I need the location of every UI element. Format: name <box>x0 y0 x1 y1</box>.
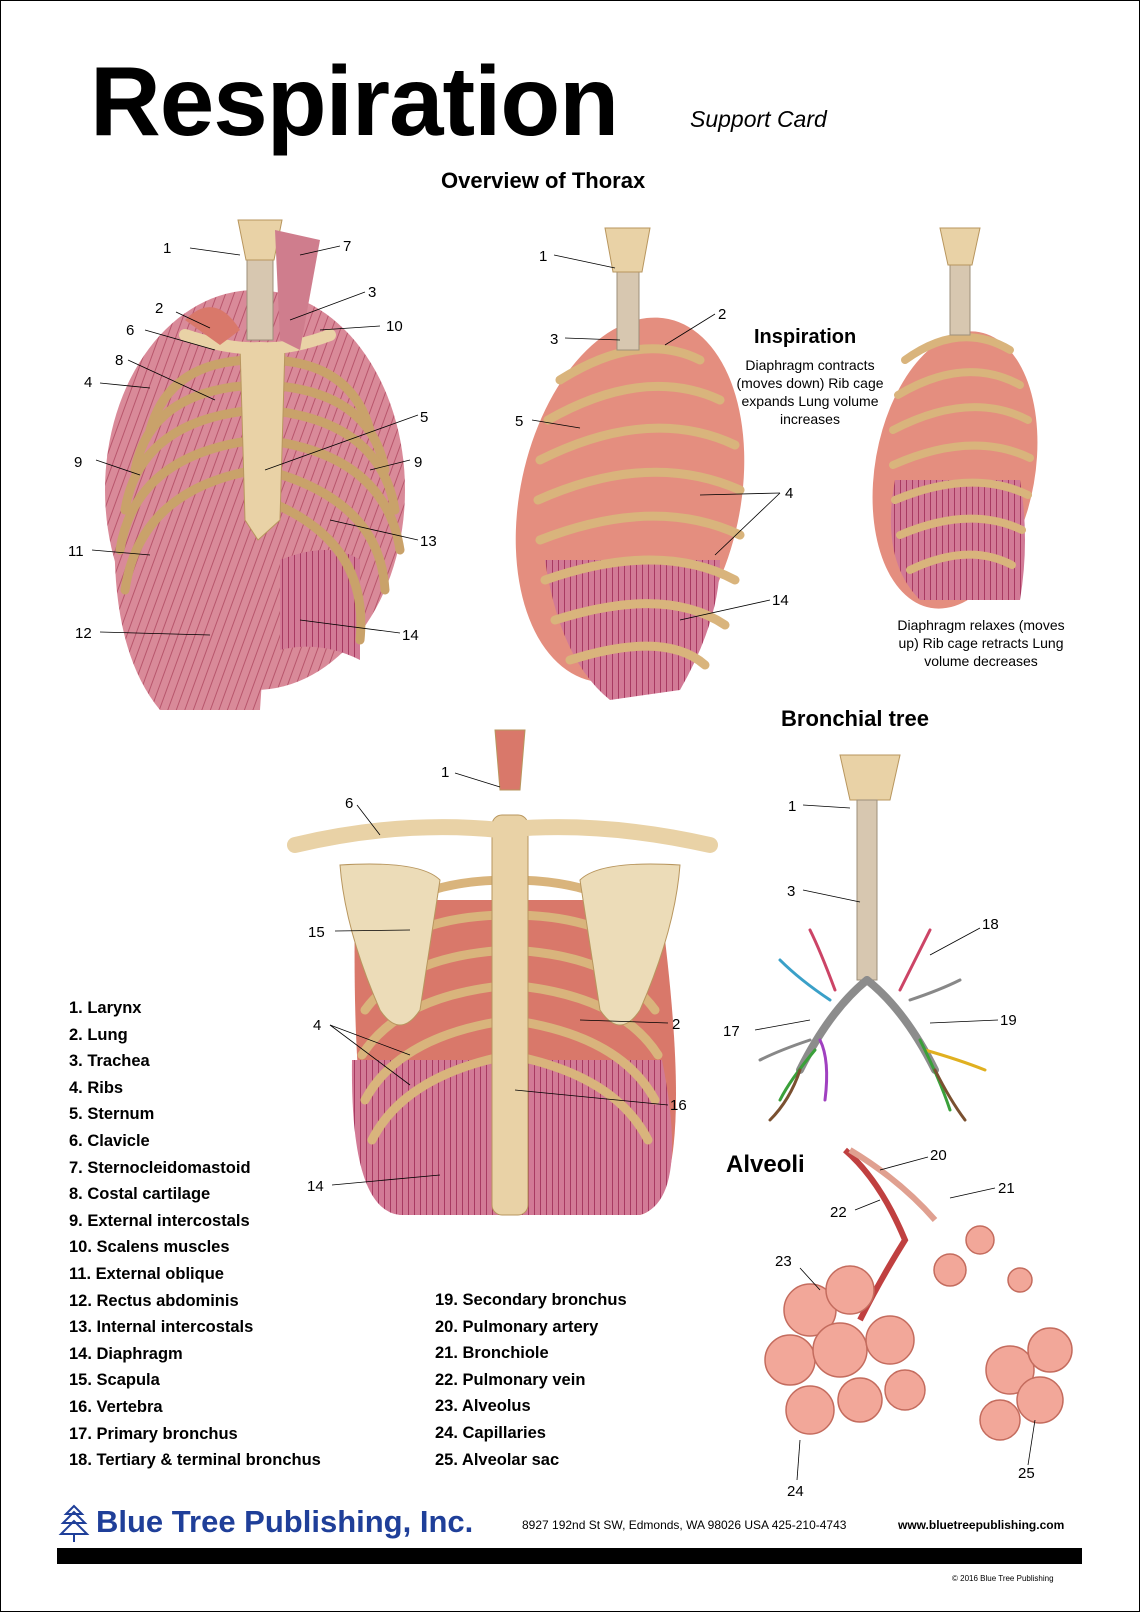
company-name: Blue Tree Publishing, Inc. <box>96 1504 474 1539</box>
callout-back-2: 2 <box>672 1016 680 1033</box>
legend-item: 16. Vertebra <box>69 1397 163 1416</box>
legend-item: 22. Pulmonary vein <box>435 1370 586 1389</box>
callout-front-3: 3 <box>368 284 376 301</box>
callout-front-13: 13 <box>420 533 437 550</box>
callout-side-4: 4 <box>785 485 793 502</box>
legend-item: 14. Diaphragm <box>69 1344 183 1363</box>
back-callouts: 1 6 15 4 2 16 14 <box>307 764 687 1195</box>
front-thorax-illustration <box>105 219 405 710</box>
legend-left: 1. Larynx 2. Lung 3. Trachea 4. Ribs 5. … <box>69 995 321 1474</box>
alveoli-callouts: 20 21 22 23 24 25 <box>775 1147 1036 1500</box>
callout-front-9-left: 9 <box>74 454 82 471</box>
callout-side-1: 1 <box>539 248 547 265</box>
side-thorax-illustration <box>515 227 745 700</box>
callout-front-10: 10 <box>386 318 403 335</box>
legend-item: 1. Larynx <box>69 999 142 1017</box>
legend-item: 8. Costal cartilage <box>69 1185 211 1204</box>
legend-item: 3. Trachea <box>69 1052 150 1071</box>
callout-front-5: 5 <box>420 409 428 426</box>
legend-item: 19. Secondary bronchus <box>435 1291 627 1309</box>
bronchial-tree-heading: Bronchial tree <box>781 706 929 731</box>
callout-bronchial-1: 1 <box>788 798 796 815</box>
callout-bronchial-18: 18 <box>982 916 999 933</box>
expiration-thorax-illustration <box>872 227 1038 609</box>
legend-item: 24. Capillaries <box>435 1423 546 1442</box>
callout-back-15: 15 <box>308 924 325 941</box>
company-website[interactable]: www.bluetreepublishing.com <box>898 1518 1065 1532</box>
callout-front-2: 2 <box>155 300 163 317</box>
callout-bronchial-17: 17 <box>723 1023 740 1040</box>
callout-back-14: 14 <box>307 1178 324 1195</box>
copyright-notice: © 2016 Blue Tree Publishing <box>952 1574 1054 1583</box>
alveoli-illustration <box>764 1147 1073 1441</box>
card-title: Respiration <box>90 46 619 156</box>
bronchial-callouts: 1 3 18 17 19 <box>723 798 1017 1040</box>
callout-front-9-right: 9 <box>414 454 422 471</box>
company-address: 8927 192nd St SW, Edmonds, WA 98026 USA … <box>522 1518 847 1532</box>
expiration-note: Diaphragm relaxes (moves up) Rib cage re… <box>897 617 1065 669</box>
legend-item: 13. Internal intercostals <box>69 1318 254 1337</box>
callout-back-1: 1 <box>441 764 449 781</box>
legend-item: 21. Bronchiole <box>435 1344 549 1363</box>
card-subtitle: Support Card <box>690 106 827 132</box>
legend-item: 11. External oblique <box>69 1264 224 1283</box>
callout-alveoli-22: 22 <box>830 1204 847 1221</box>
legend-item: 10. Scalens muscles <box>69 1238 230 1257</box>
callout-side-14: 14 <box>772 592 789 609</box>
callout-alveoli-24: 24 <box>787 1483 804 1500</box>
legend-item: 6. Clavicle <box>69 1131 150 1150</box>
bronchial-tree-illustration <box>758 754 987 1122</box>
side-callouts: 1 2 3 5 4 14 <box>515 248 793 621</box>
callout-side-5: 5 <box>515 413 523 430</box>
legend-item: 23. Alveolus <box>435 1397 531 1416</box>
tree-logo-icon <box>58 1504 90 1542</box>
callout-front-8: 8 <box>115 352 123 369</box>
footer-bar <box>57 1548 1082 1564</box>
legend-item: 18. Tertiary & terminal bronchus <box>69 1451 321 1470</box>
legend-item: 7. Sternocleidomastoid <box>69 1158 251 1177</box>
callout-front-7: 7 <box>343 238 351 255</box>
legend-item: 9. External intercostals <box>69 1211 250 1230</box>
callout-back-6: 6 <box>345 795 353 812</box>
legend-item: 5. Sternum <box>69 1105 155 1124</box>
legend-item: 2. Lung <box>69 1025 128 1044</box>
callout-side-3: 3 <box>550 331 558 348</box>
callout-front-4: 4 <box>84 374 92 391</box>
callout-alveoli-20: 20 <box>930 1147 947 1164</box>
legend-item: 25. Alveolar sac <box>435 1450 560 1469</box>
callout-bronchial-19: 19 <box>1000 1012 1017 1029</box>
inspiration-note: Diaphragm contracts (moves down) Rib cag… <box>736 357 884 427</box>
callout-alveoli-23: 23 <box>775 1253 792 1270</box>
callout-back-4: 4 <box>313 1017 321 1034</box>
callout-front-11: 11 <box>68 543 84 560</box>
callout-front-1: 1 <box>163 240 171 257</box>
legend-item: 15. Scapula <box>69 1371 160 1390</box>
overview-heading: Overview of Thorax <box>441 168 646 193</box>
alveoli-heading: Alveoli <box>726 1151 805 1178</box>
callout-side-2: 2 <box>718 306 726 323</box>
callout-back-16: 16 <box>670 1097 687 1114</box>
legend-item: 12. Rectus abdominis <box>69 1291 239 1310</box>
callout-front-12: 12 <box>75 625 92 642</box>
legend-item: 4. Ribs <box>69 1078 124 1097</box>
callout-front-6: 6 <box>126 322 134 339</box>
legend-item: 17. Primary bronchus <box>69 1424 238 1443</box>
front-callouts: 1 7 2 3 10 6 8 4 5 9 9 13 11 12 14 <box>68 238 437 644</box>
inspiration-heading: Inspiration <box>754 326 857 348</box>
callout-alveoli-25: 25 <box>1018 1465 1035 1482</box>
legend-item: 20. Pulmonary artery <box>435 1317 599 1336</box>
callout-front-14: 14 <box>402 627 419 644</box>
legend-right: 19. Secondary bronchus 20. Pulmonary art… <box>435 1287 627 1473</box>
callout-alveoli-21: 21 <box>998 1180 1015 1197</box>
back-thorax-illustration <box>287 729 718 1216</box>
callout-bronchial-3: 3 <box>787 883 795 900</box>
